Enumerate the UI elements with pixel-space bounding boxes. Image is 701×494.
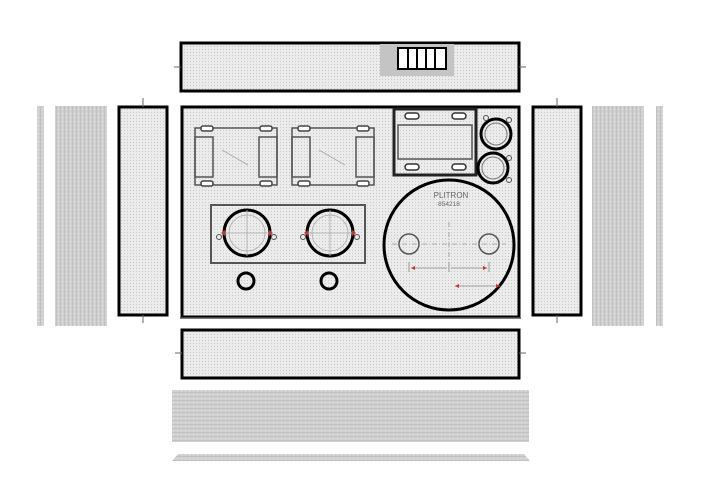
main-base-plate: PLITRON 854218 xyxy=(180,105,521,319)
tube-socket-right xyxy=(300,208,360,258)
front-panel xyxy=(175,328,526,380)
tube-socket-subpanel xyxy=(210,204,366,264)
top-panel xyxy=(174,41,526,93)
choke-mount xyxy=(392,107,478,177)
plate-part-number-label: 854218 xyxy=(438,201,460,208)
bottom-folded-strip xyxy=(172,454,530,461)
capacitor-hole-lower xyxy=(476,151,512,185)
top-panel-vent-grille xyxy=(380,44,454,76)
right-side-folded-plate xyxy=(592,106,644,326)
small-hole-right xyxy=(319,271,339,291)
transformer-mount-2 xyxy=(291,125,375,187)
tube-socket-left xyxy=(216,208,277,258)
plate-brand-label: PLITRON xyxy=(434,191,469,200)
left-side-folded-plate xyxy=(55,106,107,326)
transformer-mount-1 xyxy=(194,125,278,187)
right-side-panel xyxy=(531,98,583,323)
bottom-plate xyxy=(172,390,529,442)
left-side-panel xyxy=(117,98,169,323)
right-side-folded-strip xyxy=(656,106,663,326)
small-hole-left xyxy=(236,271,256,291)
toroidal-transformer-mount: PLITRON 854218 xyxy=(382,178,516,312)
capacitor-hole-upper xyxy=(479,115,513,151)
left-side-folded-strip xyxy=(37,106,44,326)
